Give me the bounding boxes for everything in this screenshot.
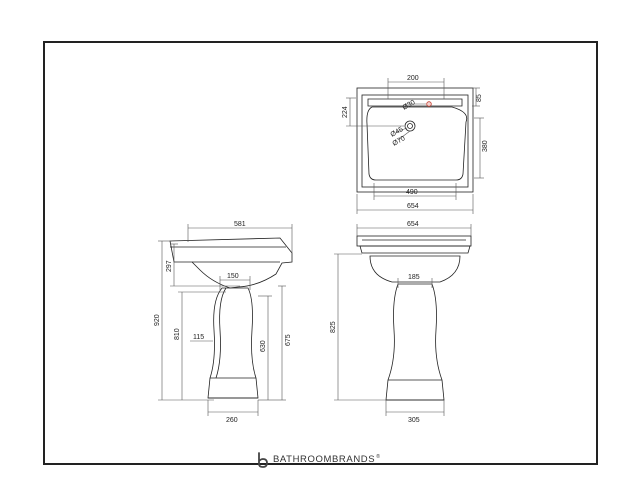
dim-front-width: 654 xyxy=(407,221,419,228)
dim-top-front-depth: 380 xyxy=(482,140,489,152)
front-view-slab xyxy=(356,235,472,247)
brand-name: BATHROOMBRANDS® xyxy=(273,454,381,466)
dim-top-total-width: 654 xyxy=(407,203,419,210)
side-view xyxy=(169,237,293,399)
side-view-pedestal xyxy=(207,287,259,399)
waste-outer xyxy=(404,120,416,132)
dim-front-pedestal-neck: 185 xyxy=(408,274,420,281)
top-view-outline xyxy=(356,87,474,193)
drawing-frame xyxy=(43,41,598,465)
front-view-pedestal xyxy=(385,283,445,401)
side-view-dimensions xyxy=(158,224,293,416)
dim-side-trap-height: 675 xyxy=(285,334,292,346)
bathroombrands-logo-icon xyxy=(258,452,268,468)
dim-top-tap-offset: 224 xyxy=(342,106,349,118)
dim-top-tap-hole: Ø30 xyxy=(402,99,417,112)
dim-top-back-height: 85 xyxy=(476,94,483,102)
dim-side-pedestal-top: 150 xyxy=(227,273,239,280)
dim-side-foot-width: 260 xyxy=(226,417,238,424)
waste-inner xyxy=(407,123,413,129)
front-view-bowl xyxy=(369,255,461,283)
front-view xyxy=(356,235,472,401)
brand-footer: BATHROOMBRANDS® xyxy=(256,450,380,470)
top-view-dimensions xyxy=(346,78,484,214)
dim-front-height: 825 xyxy=(330,321,337,333)
dim-front-foot-width: 305 xyxy=(408,417,420,424)
dim-side-depth: 581 xyxy=(234,221,246,228)
side-view-basin xyxy=(169,237,293,289)
dim-top-tap-spacing: 200 xyxy=(407,75,419,82)
dim-side-total-height: 920 xyxy=(154,314,161,326)
dim-side-rim-drop: 297 xyxy=(166,260,173,272)
dim-side-waste-height: 630 xyxy=(260,340,267,352)
front-view-rim xyxy=(359,245,471,254)
dim-top-basin-width: 490 xyxy=(406,189,418,196)
tap-hole xyxy=(426,101,432,107)
brand-registered-mark: ® xyxy=(376,454,381,461)
dim-side-waste-offset: 115 xyxy=(193,334,204,341)
top-view-back-ledge xyxy=(367,98,463,107)
dim-side-rim-height: 810 xyxy=(174,328,181,340)
top-view-rim xyxy=(361,94,469,188)
top-view xyxy=(356,87,474,193)
front-view-dimensions xyxy=(334,224,472,416)
top-view-bowl xyxy=(366,106,468,181)
